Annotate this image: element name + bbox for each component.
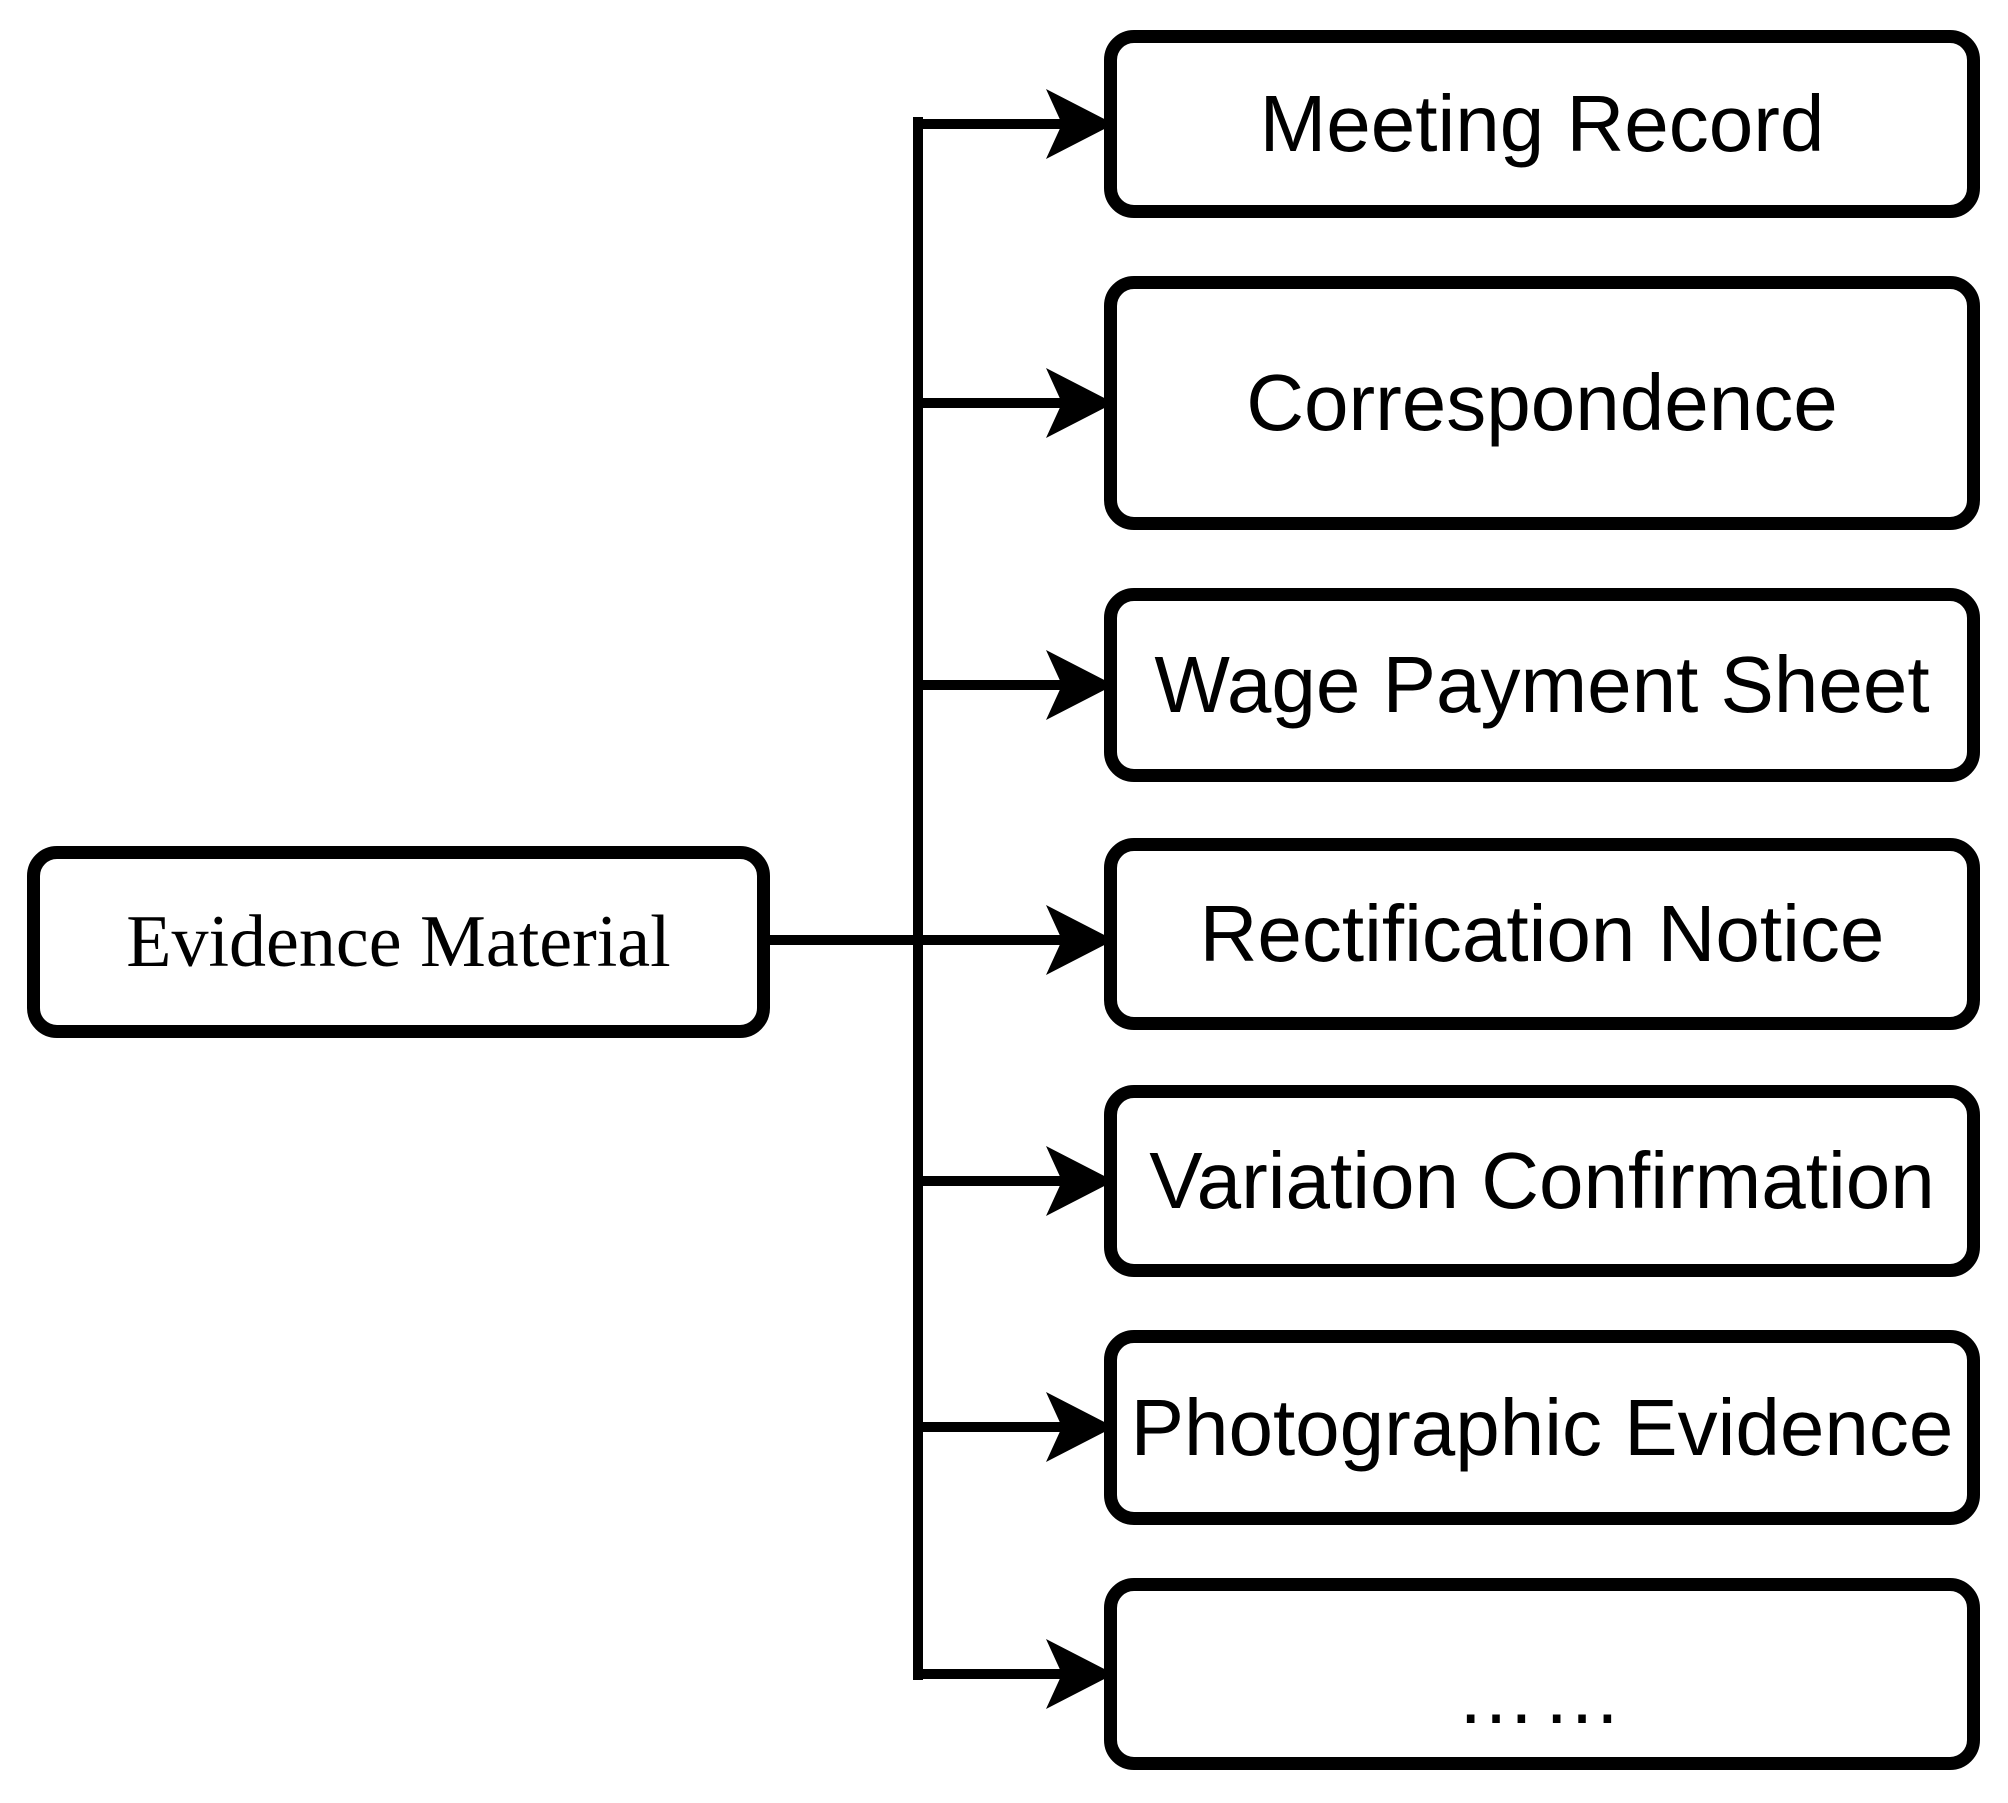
node-ellipsis-label: …… [1456, 1651, 1628, 1740]
node-wage-payment-sheet-label: Wage Payment Sheet [1154, 640, 1930, 729]
node-photographic-evidence-label: Photographic Evidence [1130, 1382, 1954, 1472]
node-ellipsis: …… [1104, 1578, 1980, 1770]
node-meeting-record-label: Meeting Record [1259, 79, 1825, 168]
arrow-meeting-record [918, 89, 1114, 159]
node-correspondence-label: Correspondence [1246, 358, 1838, 447]
node-evidence-material: Evidence Material [27, 846, 770, 1038]
node-photographic-evidence: Photographic Evidence [1104, 1330, 1980, 1525]
node-evidence-material-label: Evidence Material [126, 901, 671, 983]
node-wage-payment-sheet: Wage Payment Sheet [1104, 588, 1980, 782]
node-rectification-notice: Rectification Notice [1104, 838, 1980, 1030]
arrow-photographic-evidence [918, 1392, 1114, 1462]
node-correspondence: Correspondence [1104, 276, 1980, 530]
node-rectification-notice-label: Rectification Notice [1199, 889, 1885, 978]
node-meeting-record: Meeting Record [1104, 30, 1980, 218]
node-variation-confirmation: Variation Confirmation [1104, 1085, 1980, 1277]
arrow-ellipsis [918, 1639, 1114, 1709]
arrow-wage-payment-sheet [918, 650, 1114, 720]
arrow-rectification-notice [763, 905, 1114, 975]
arrow-variation-confirmation [918, 1146, 1114, 1216]
node-variation-confirmation-label: Variation Confirmation [1149, 1136, 1935, 1225]
arrow-correspondence [918, 368, 1114, 438]
